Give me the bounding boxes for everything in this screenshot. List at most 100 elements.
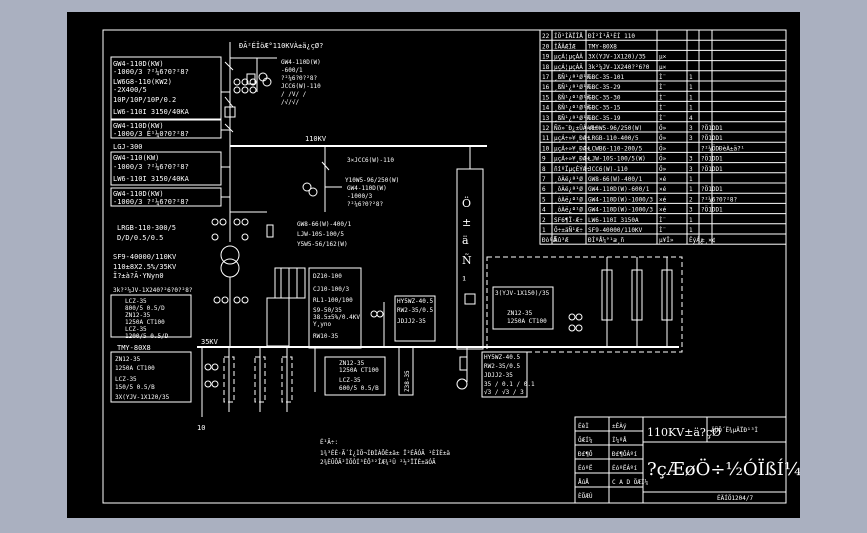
breaker-symbol (224, 96, 234, 108)
label-line: 1250A CT100 (125, 319, 165, 326)
table-cell-model: GW4-110D(W)-1000/3 (588, 196, 653, 203)
breaker-box (224, 106, 236, 118)
station-switch-box (274, 267, 306, 299)
label-frame (110, 56, 222, 120)
label-line: 1250A CT100 (507, 318, 547, 325)
ct-ring (376, 310, 384, 318)
table-cell-qty: 1 (689, 176, 693, 183)
title-row-label: ÉèÌ (578, 422, 589, 430)
cabinet-glyph: Ö (462, 196, 471, 210)
pt-ring (258, 72, 268, 82)
label-line: Y5W5-56/162(W) (297, 241, 348, 248)
ct-ring (568, 324, 576, 332)
cabinet-glyph: ä (462, 234, 469, 247)
ct-ring (219, 218, 227, 226)
aux-frame (394, 295, 436, 342)
table-cell-no: 5 (542, 196, 546, 203)
table-cell-no: 12 (542, 125, 550, 132)
label-line: 1200/5 0.5/D (125, 333, 169, 340)
label-line: S9-50/35 (313, 307, 342, 314)
label-line: JDJJ2-35 (397, 318, 426, 325)
table-cell-unit: Ö» (659, 135, 667, 142)
table-cell-unit: Ì¨ (659, 84, 666, 91)
label-line: HY5WZ-40.5 (397, 298, 434, 305)
table-cell-model: SF9-40000/110KV (588, 227, 643, 234)
project-name: 110KV±ä?çØ (647, 426, 721, 439)
table-cell-unit: Ö» (659, 145, 667, 152)
capacitor-unit (661, 269, 673, 321)
ct-ring (211, 380, 219, 388)
notes-line: 1¾³ÉÈ·Ã´Ì¿ÌÕ¬ÍÐÌÀÔÈ±ä± Ï²ÉÂÓÃ ¹ÈÌÈ±ä (320, 449, 450, 457)
pt-ring (456, 378, 468, 390)
table-cell-model: GW8-66(W)-400/1 (588, 176, 643, 183)
table-cell-name: ¸ôÀë¿ª¹Ø (554, 207, 583, 214)
ct-ring (213, 296, 221, 304)
table-cell-unit: ×é (659, 207, 667, 214)
ct-ring (241, 218, 249, 226)
breaker-box (464, 293, 476, 305)
label-line: Y,yno (313, 321, 331, 328)
cabinet-glyph: Ñ (462, 253, 472, 267)
table-cell-unit: Ö» (659, 125, 667, 132)
label-line: /√/√/ (281, 99, 299, 106)
table-cell-name: ¸ßÑ¹¿ª¹Ø¹ñ (554, 105, 591, 112)
feeder-end-label: 10 (197, 424, 205, 432)
label-line: 600/5 0.5/B (339, 385, 379, 392)
table-cell-model: GW4-110D(W)-1000/3 (588, 207, 653, 214)
table-cell-unit: ×é (659, 196, 667, 203)
table-cell-qty: 1 (689, 186, 693, 193)
cap-bank-block: 3(YJV-1X150)/35 ZN12-35 1250A CT100 (495, 290, 550, 325)
label-line: GW4-110D(KW) (113, 122, 164, 130)
table-cell-qty: 1 (689, 74, 693, 81)
title-row-label: Ð£¶Ô (578, 451, 593, 458)
table-cell-name: ¸ôÀë¿ª¹Ø (554, 186, 583, 193)
disconnector-symbol (224, 61, 234, 71)
table-cell-no: 8 (542, 166, 546, 173)
label-line: 110±8X2.5%/35KV (113, 263, 177, 271)
transformer-primary-winding (220, 245, 240, 265)
table-cell-note: ?Ö1DD1 (701, 186, 723, 193)
table-cell-no: ÐòºÅ (542, 237, 557, 244)
table-cell-name: ¸ôÀë¿ª¹Ø (554, 196, 583, 203)
ct-ring (211, 233, 219, 241)
label-line: 3k?²¼JV-1X240?²6?0?²8? (113, 287, 193, 294)
label-line: -600/1 (281, 67, 303, 74)
table-cell-name: ¸ßÑ¹¿ª¹Ø¹ñ (554, 74, 591, 81)
label-line: 3×JCC6(W)-110 (347, 157, 394, 164)
cabinet-glyph: ± (462, 216, 471, 229)
feeder-block: ZN12-35 1250A CT100 LCZ-35 150/5 0.5/B 3… (115, 356, 170, 401)
title-block-frame (574, 416, 787, 504)
label-frame (110, 151, 222, 186)
title-row-label: ÖÆÍ¼ (578, 436, 593, 444)
label-line: GW4-110D(KW) (113, 190, 164, 198)
mid-block: 3×JCC6(W)-110 Y10W5-96/250(W) GW4-110D(W… (345, 157, 399, 208)
label-line: -1000/3 ?²¼6?0?²8? (113, 68, 189, 76)
ct-ring (211, 218, 219, 226)
label-line: ?²¼6?0?²8? (281, 75, 318, 82)
capacitor-group-outline (486, 256, 683, 353)
table-cell-name: ¸ßÑ¹¿ª¹Ø¹ñ (554, 94, 591, 101)
table-cell-no: 6 (542, 186, 546, 193)
label-line: -1000/3 ?²¼6?0?²8? (113, 198, 189, 206)
label-line: DZ10-100 (313, 273, 342, 280)
ct-ring (241, 233, 249, 241)
label-line: LW6G8-110(KW2) (113, 78, 172, 86)
ct-ring (241, 296, 249, 304)
table-cell-note: ?Ö1DD1 (701, 166, 723, 173)
label-line: 38.5±5%/0.4KV (313, 314, 360, 321)
title-row-label: C A D ÖÆÍ¼ (612, 478, 649, 486)
table-cell-name: ÎÅÂÆÎÆ (554, 43, 576, 50)
label-line: ?²¼6?0?²8? (347, 201, 384, 208)
table-cell-unit: ×é (659, 176, 667, 183)
table-cell-qty: 1 (689, 94, 693, 101)
pt-ring (302, 182, 312, 192)
title-row-label: ±ÈÀý (612, 422, 627, 430)
table-cell-model: GBC-35-15 (588, 105, 621, 112)
busbar-35-label: 35KV (201, 338, 219, 346)
label-line: GW4-110(KW) (113, 154, 159, 162)
ct-ring (249, 78, 257, 86)
table-cell-model: TMY-80X8 (588, 43, 617, 50)
table-cell-qty: 1 (689, 227, 693, 234)
table-cell-qty: 3 (689, 207, 693, 214)
table-cell-unit: µ¥Î» (659, 237, 674, 244)
